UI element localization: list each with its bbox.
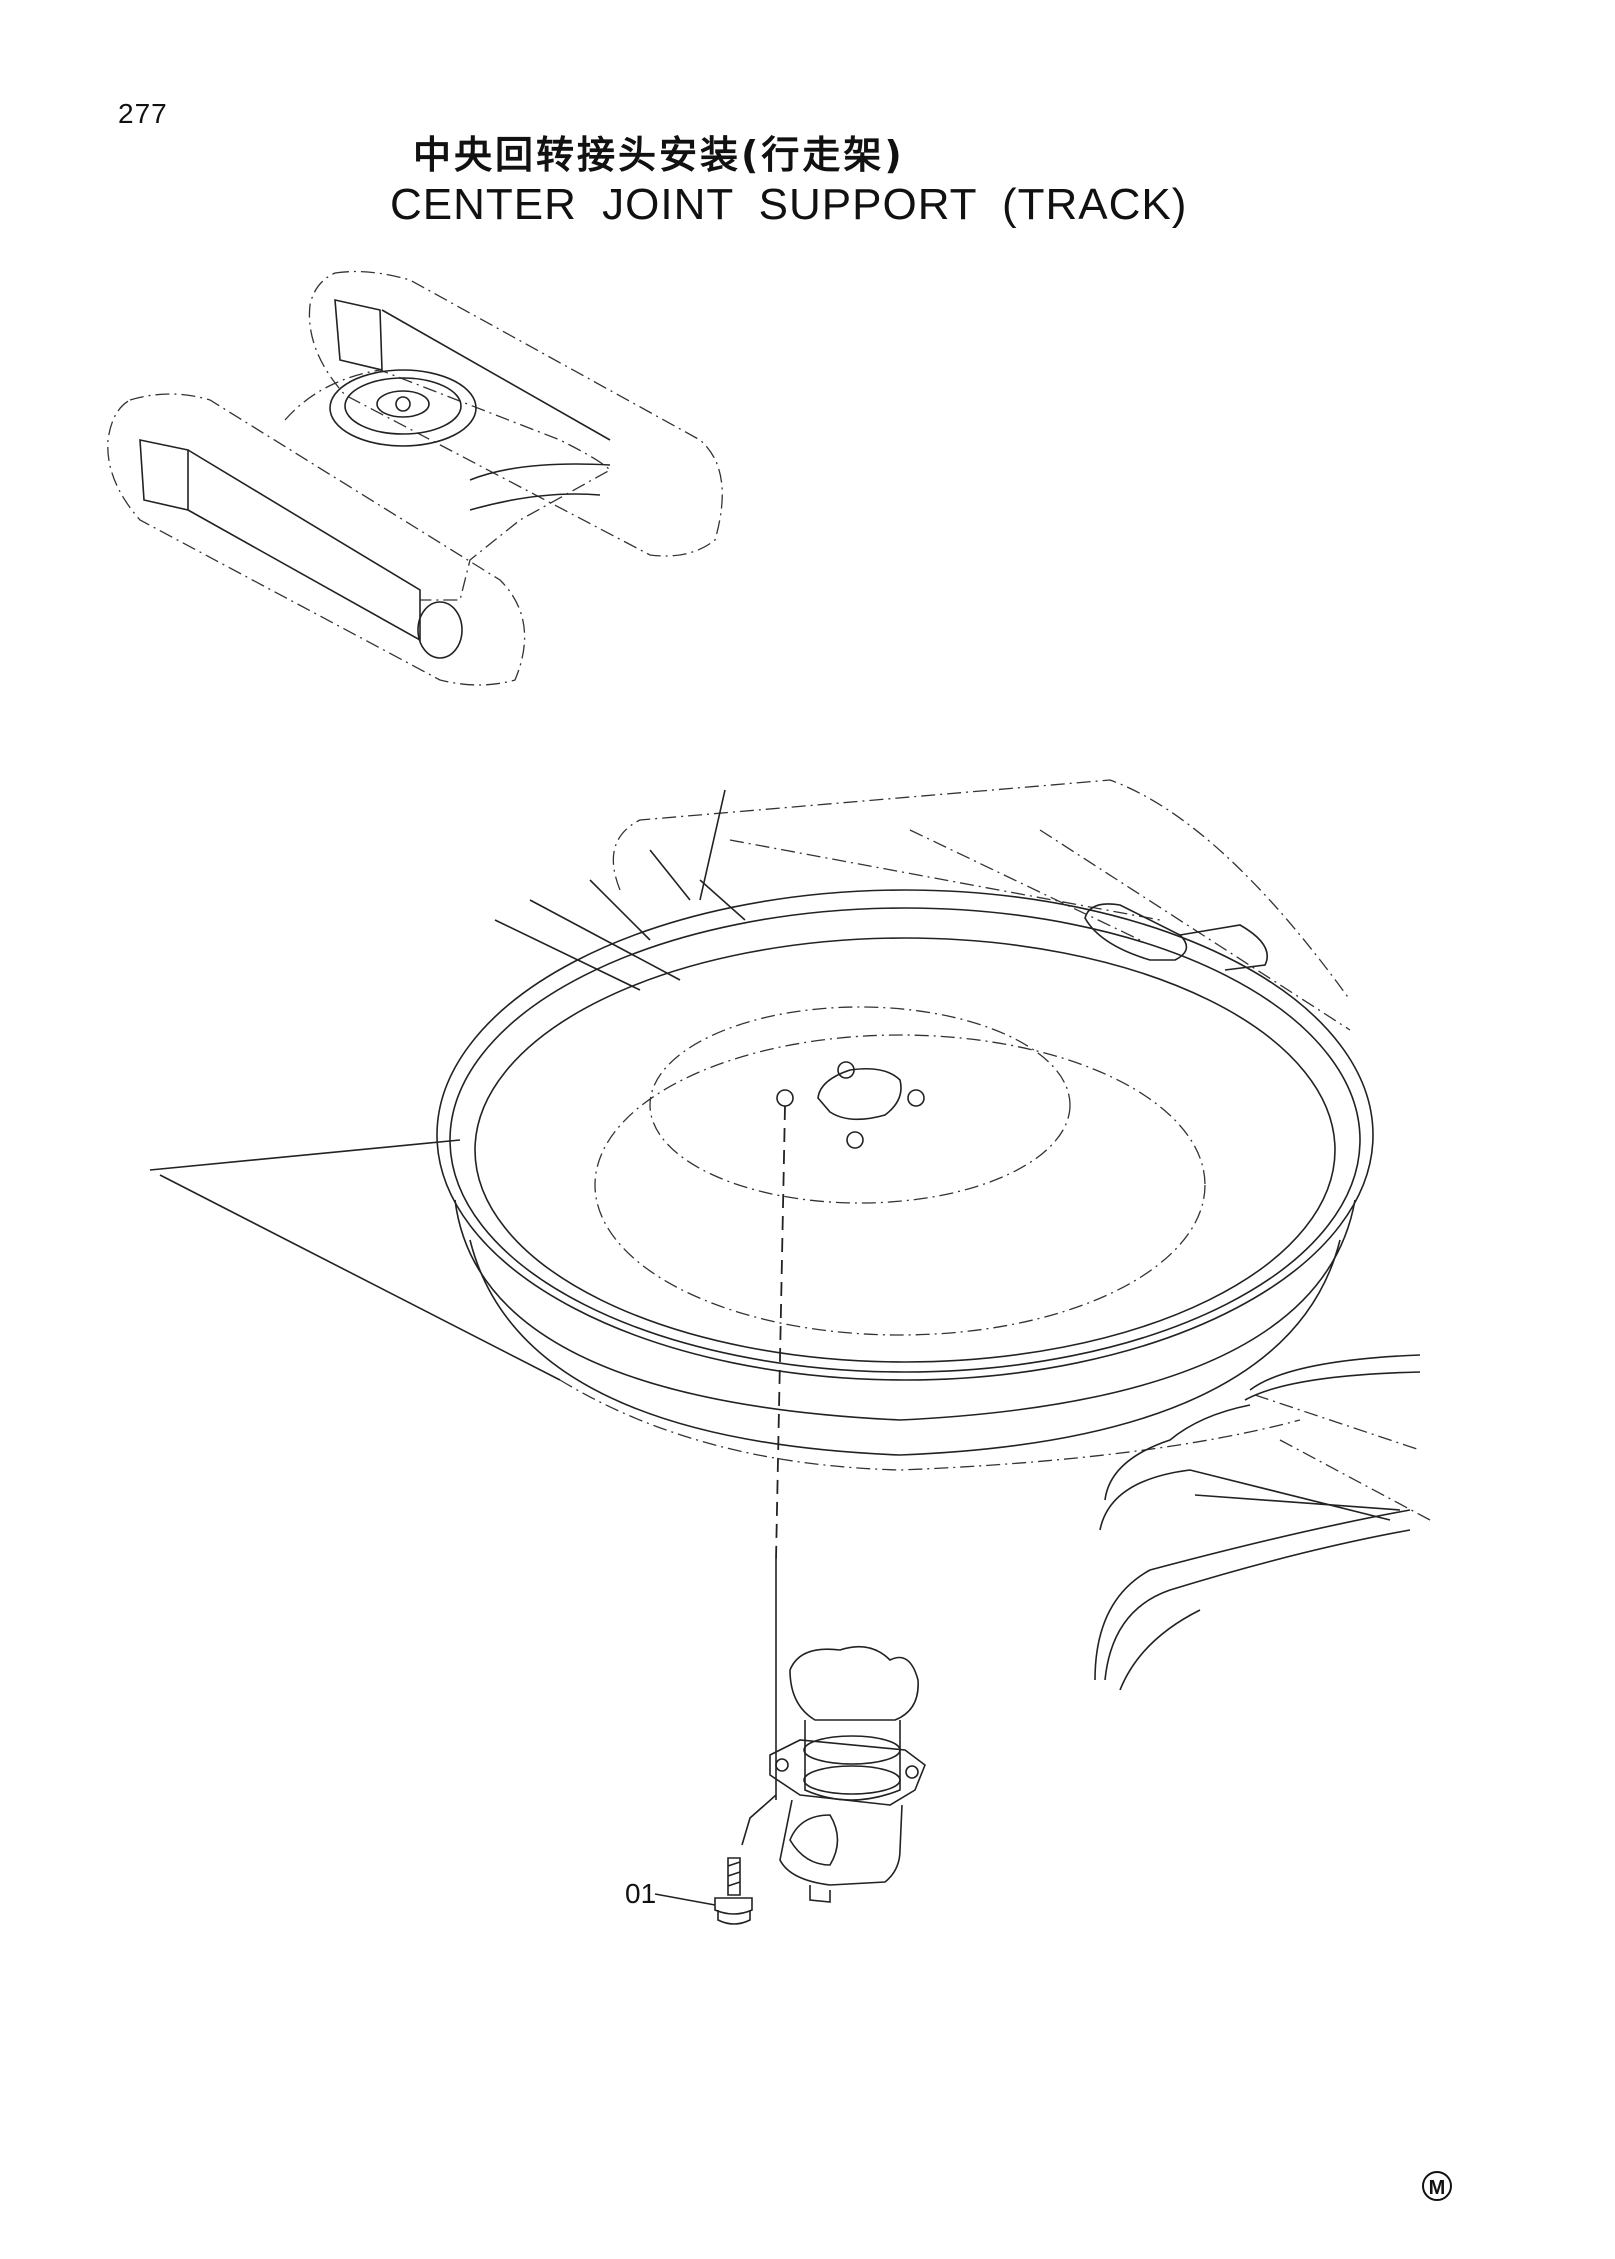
page-title-english: CENTER JOINT SUPPORT (TRACK) <box>390 180 1188 229</box>
undercarriage-overview <box>107 270 723 686</box>
swing-bearing-assembly <box>149 779 1431 1691</box>
alignment-line <box>775 1105 786 1561</box>
page-number: 277 <box>118 98 168 129</box>
center-joint <box>654 1560 926 1925</box>
circled-mark: M <box>1422 2171 1452 2201</box>
page-title-chinese: 中央回转接头安装(行走架) <box>413 133 905 177</box>
part-callout-01: 01 <box>625 1878 657 1909</box>
